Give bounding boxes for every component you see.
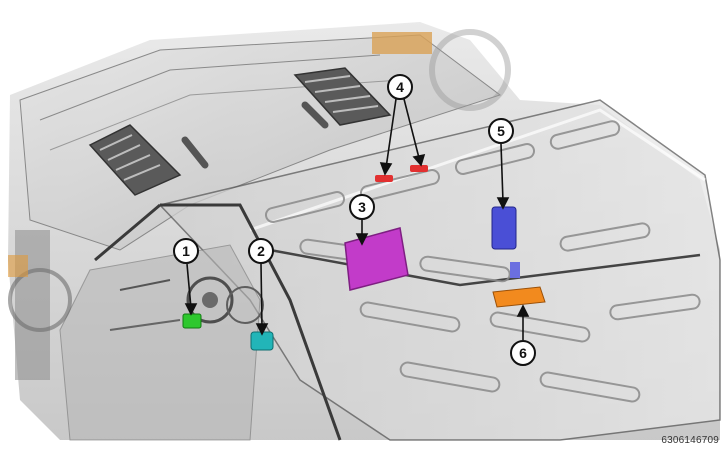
callout-6: 6 bbox=[510, 340, 536, 366]
hood-vent-right bbox=[293, 67, 392, 126]
callout-5-label: 5 bbox=[497, 123, 505, 139]
callout-4: 4 bbox=[387, 74, 413, 100]
hood-vent-left bbox=[88, 124, 182, 196]
module-4-red bbox=[375, 165, 428, 182]
callout-2-label: 2 bbox=[257, 243, 265, 259]
callout-1: 1 bbox=[173, 238, 199, 264]
callout-3: 3 bbox=[349, 194, 375, 220]
callout-2: 2 bbox=[248, 238, 274, 264]
leader-lines bbox=[184, 98, 530, 340]
module-1-green bbox=[182, 313, 202, 329]
callout-6-label: 6 bbox=[519, 345, 527, 361]
callout-5: 5 bbox=[488, 118, 514, 144]
callout-3-label: 3 bbox=[358, 199, 366, 215]
dashboard bbox=[59, 244, 264, 441]
module-6-orange bbox=[492, 286, 546, 308]
figure-id: 6306146709 bbox=[661, 435, 719, 446]
wiper-arms bbox=[181, 101, 329, 169]
module-3-magenta bbox=[344, 227, 409, 291]
callout-1-label: 1 bbox=[182, 243, 190, 259]
callout-4-label: 4 bbox=[396, 79, 404, 95]
